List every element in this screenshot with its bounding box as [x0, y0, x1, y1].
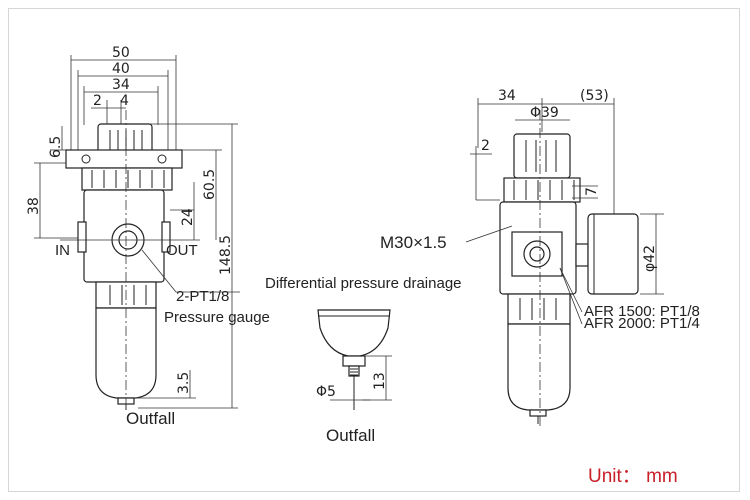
dim-2: 2: [93, 93, 102, 109]
dim-side-34: 34: [498, 88, 516, 104]
side-view: [465, 98, 664, 428]
dim-3-5: 3.5: [176, 372, 192, 394]
dim-38: 38: [26, 197, 42, 215]
dim-phi-42: φ42: [642, 245, 658, 272]
label-afr1500: AFR 1500: PT1/8: [584, 303, 700, 320]
label-out: OUT: [166, 242, 198, 259]
drain-view: [317, 309, 392, 410]
dim-13: 13: [372, 372, 388, 390]
dim-6-5: 6.5: [48, 136, 64, 158]
dim-60-5: 60.5: [202, 169, 218, 200]
label-in: IN: [55, 242, 70, 259]
label-port: 2-PT1/8: [176, 288, 229, 305]
unit-label: Unit： mm: [588, 466, 678, 487]
dim-width-50: 50: [112, 45, 130, 61]
front-view: [34, 55, 240, 410]
dim-width-34: 34: [112, 77, 130, 93]
dim-phi-5: Φ5: [316, 384, 336, 400]
dim-side-2: 2: [481, 138, 490, 154]
dim-24: 24: [180, 208, 196, 226]
label-pressure-gauge: Pressure gauge: [164, 309, 270, 326]
dim-4: 4: [120, 93, 129, 109]
dim-side-53: (53): [580, 88, 609, 104]
dim-side-7: 7: [584, 187, 600, 196]
drain-title: Differential pressure drainage: [265, 275, 462, 292]
label-outfall-left: Outfall: [126, 409, 175, 428]
label-outfall-mid: Outfall: [326, 426, 375, 445]
dim-phi-39: Φ39: [530, 105, 559, 121]
label-afr2000: AFR 2000: PT1/4: [584, 315, 700, 332]
dim-width-40: 40: [112, 61, 130, 77]
label-thread: M30×1.5: [380, 233, 447, 252]
dim-148-5: 148.5: [218, 235, 234, 275]
